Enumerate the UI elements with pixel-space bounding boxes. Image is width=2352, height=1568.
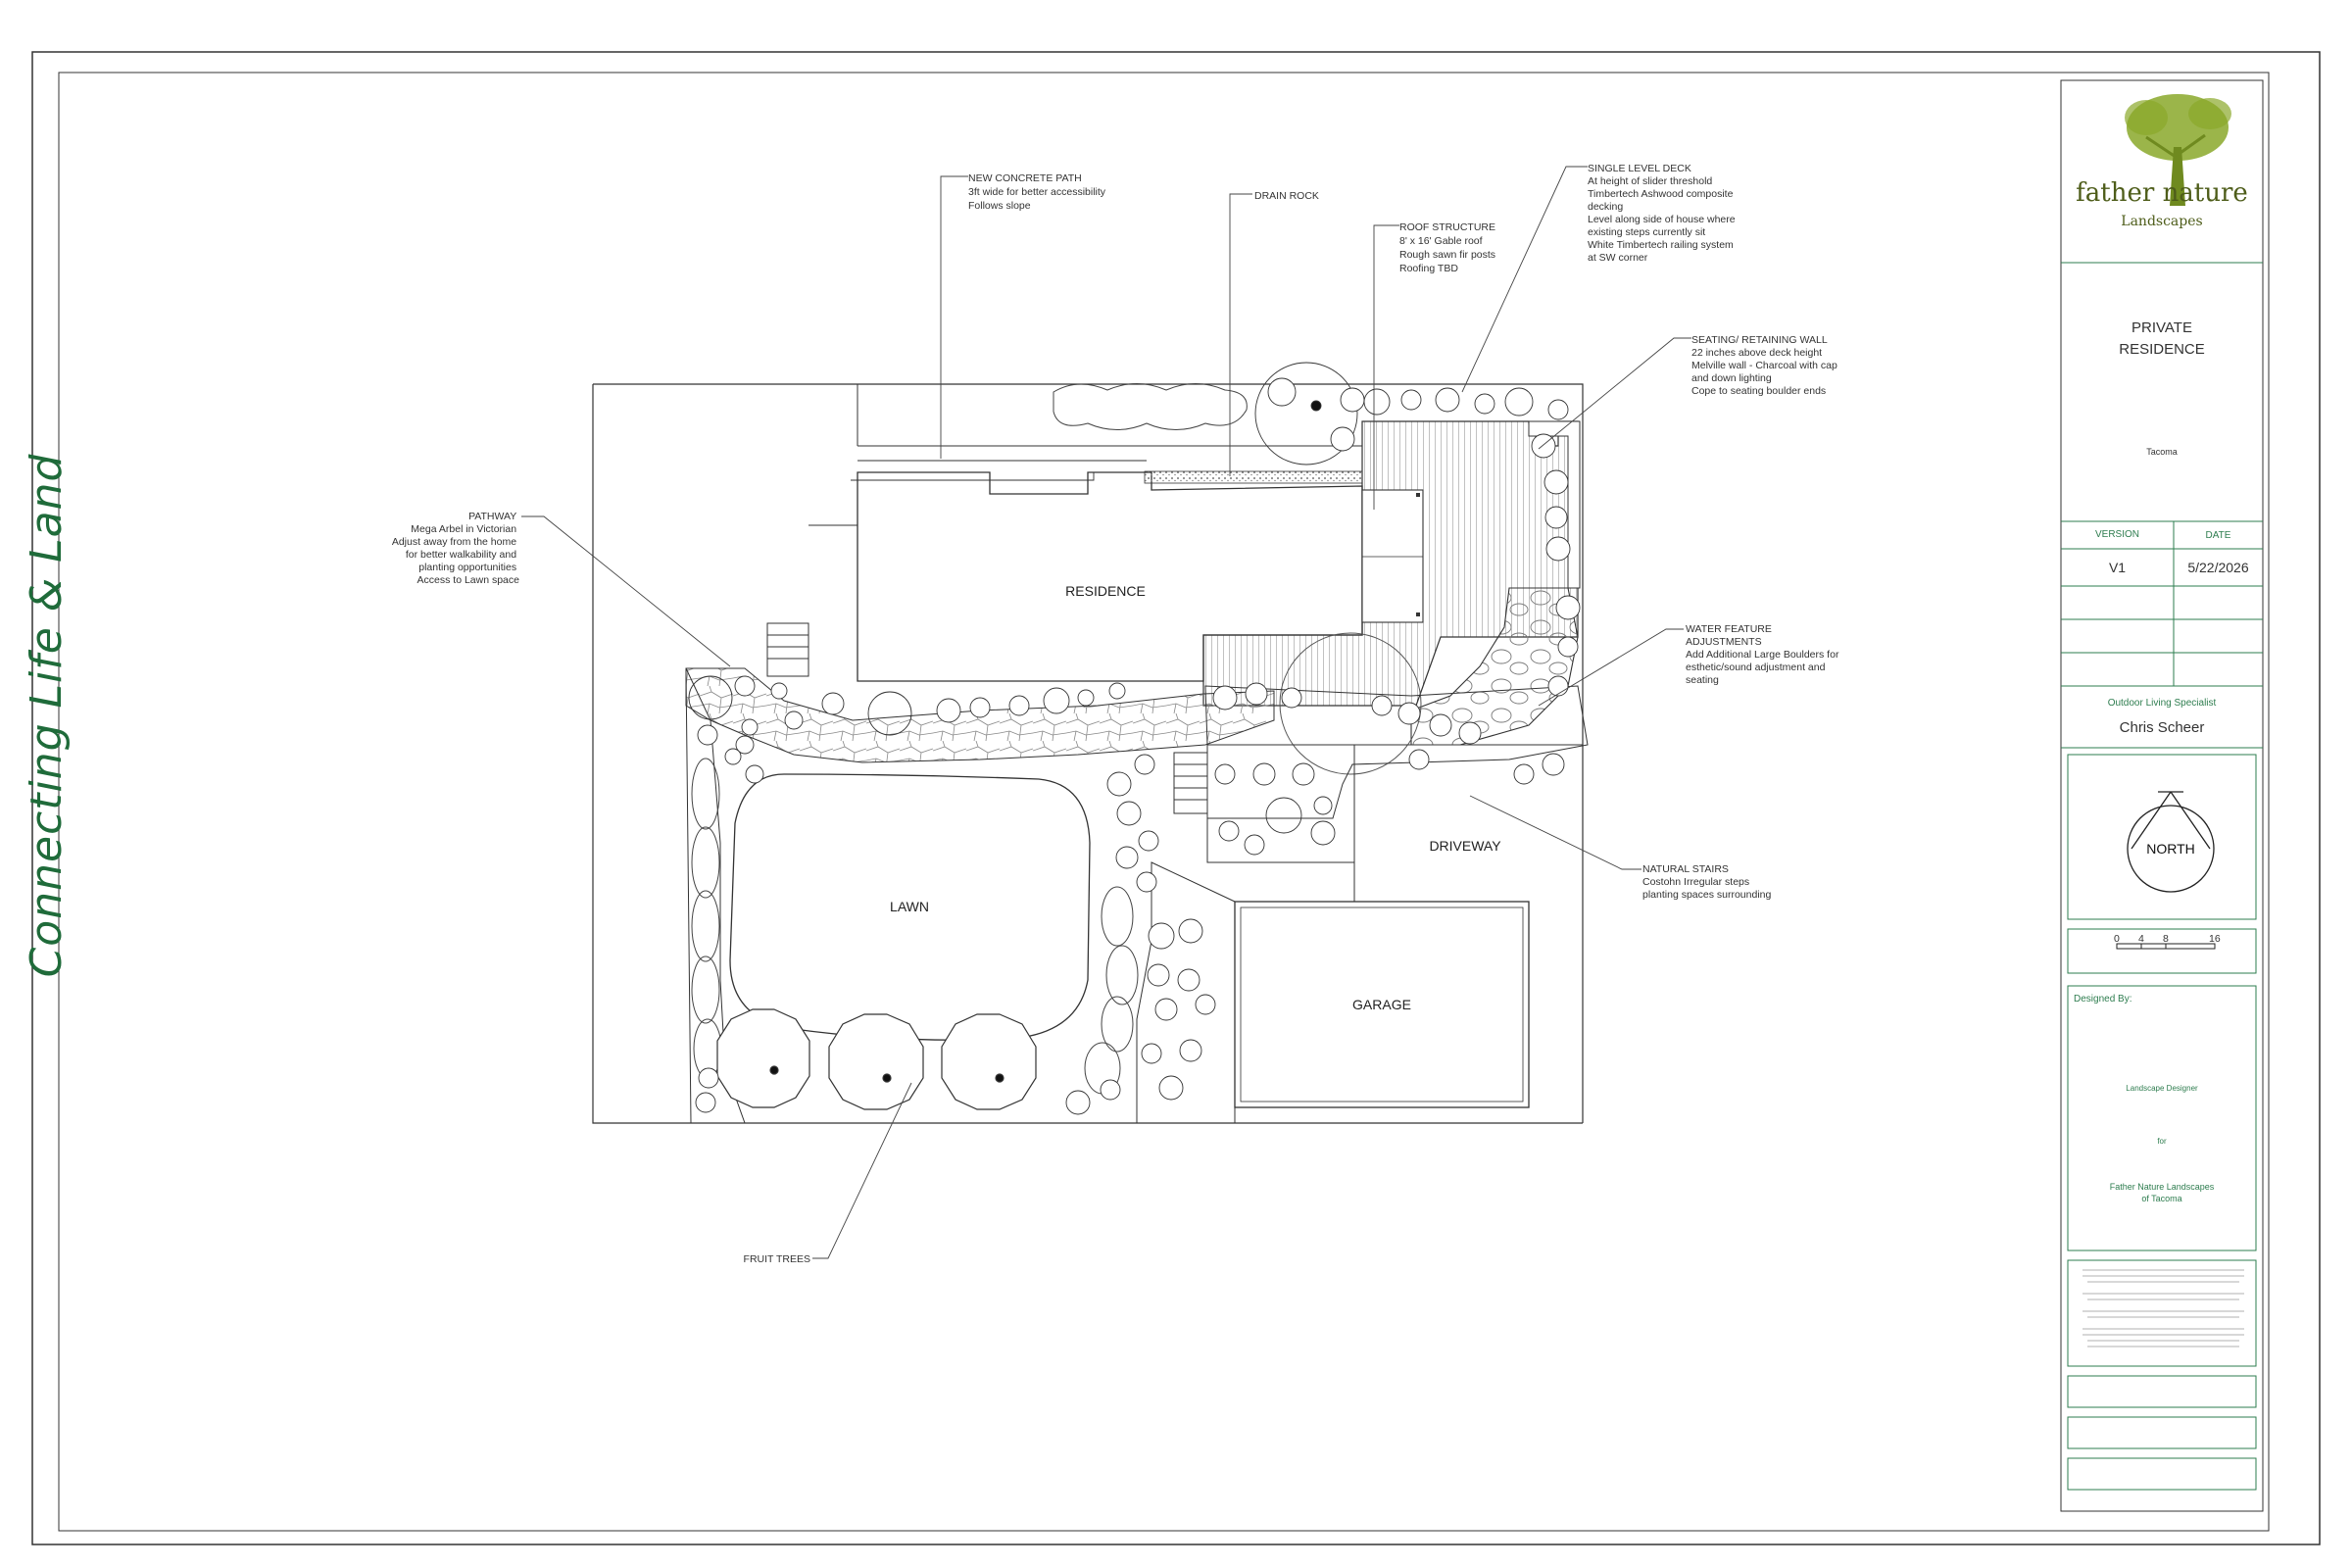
designer-for: for	[2157, 1137, 2167, 1146]
planting-symbols	[688, 362, 1581, 1115]
svg-text:0: 0	[2114, 933, 2120, 945]
project-title-line2: RESIDENCE	[2119, 341, 2205, 358]
callout-pathway: PATHWAY Mega Arbel in Victorian Adjust a…	[392, 511, 519, 586]
specialist-name: Chris Scheer	[2119, 719, 2205, 736]
date-header: DATE	[2205, 530, 2231, 541]
tagline: Connecting Life & Land	[22, 453, 72, 978]
project-title-line1: PRIVATE	[2132, 319, 2192, 336]
designed-by-header: Designed By:	[2074, 994, 2132, 1004]
svg-text:16: 16	[2209, 933, 2221, 945]
callout-concrete-path: NEW CONCRETE PATH 3ft wide for better ac…	[968, 172, 1108, 212]
project-city: Tacoma	[2146, 447, 2178, 457]
hedge-top	[1053, 383, 1248, 430]
title-block	[2060, 79, 2264, 1512]
company-line2: of Tacoma	[2141, 1194, 2182, 1203]
driveway-label: DRIVEWAY	[1429, 838, 1501, 854]
planting-bed-garage	[1136, 861, 1236, 1124]
garage	[1234, 901, 1530, 1108]
site-plan: RESIDENCE	[392, 163, 1841, 1265]
company-line1: Father Nature Landscapes	[2109, 1182, 2215, 1192]
natural-stairs	[1173, 752, 1208, 814]
svg-text:4: 4	[2138, 933, 2144, 945]
brand-subtitle: Landscapes	[2121, 214, 2203, 229]
date-value: 5/22/2026	[2187, 560, 2249, 575]
callout-leaders	[521, 166, 1691, 1259]
water-feature-basin	[1279, 632, 1422, 775]
callout-fruit-trees: FRUIT TREES	[744, 1253, 810, 1265]
lawn-label: LAWN	[890, 899, 929, 914]
designer-role: Landscape Designer	[2126, 1084, 2198, 1093]
garage-label: GARAGE	[1352, 997, 1411, 1012]
brand-wordmark: father nature	[2076, 178, 2248, 208]
hedge-right	[1084, 886, 1139, 1095]
callout-deck: SINGLE LEVEL DECK At height of slider th…	[1588, 163, 1739, 264]
north-label: NORTH	[2146, 841, 2195, 857]
drain-rock-strip	[1144, 470, 1363, 484]
fruit-trees	[716, 1008, 1037, 1110]
specialist-role: Outdoor Living Specialist	[2107, 698, 2217, 709]
outer-border	[31, 51, 2321, 1545]
roof-structure	[1361, 489, 1424, 623]
property-line	[592, 383, 1584, 1124]
callout-seating-wall: SEATING/ RETAINING WALL 22 inches above …	[1691, 334, 1840, 397]
scale-labels: 0 4 8 16	[2114, 933, 2221, 945]
back-steps	[766, 622, 809, 677]
oak-tree-icon	[2125, 94, 2231, 206]
residence-label: RESIDENCE	[1065, 583, 1146, 599]
scale-bar	[2116, 943, 2216, 950]
callout-drain-rock: DRAIN ROCK	[1254, 190, 1319, 202]
callout-roof-structure: ROOF STRUCTURE 8' x 16' Gable roof Rough…	[1399, 221, 1498, 274]
north-arrow	[2127, 791, 2215, 893]
callout-water-feature: WATER FEATURE ADJUSTMENTS Add Additional…	[1686, 623, 1841, 686]
callout-natural-stairs: NATURAL STAIRS Costohn Irregular steps p…	[1642, 863, 1771, 901]
disclaimer-fine-print	[2082, 1269, 2244, 1348]
version-value: V1	[2108, 560, 2127, 575]
version-header: VERSION	[2094, 529, 2139, 540]
inner-border	[58, 72, 2270, 1532]
planting-bed-center	[1206, 744, 1355, 863]
svg-text:8: 8	[2163, 933, 2169, 945]
hedge-left	[691, 758, 722, 1079]
